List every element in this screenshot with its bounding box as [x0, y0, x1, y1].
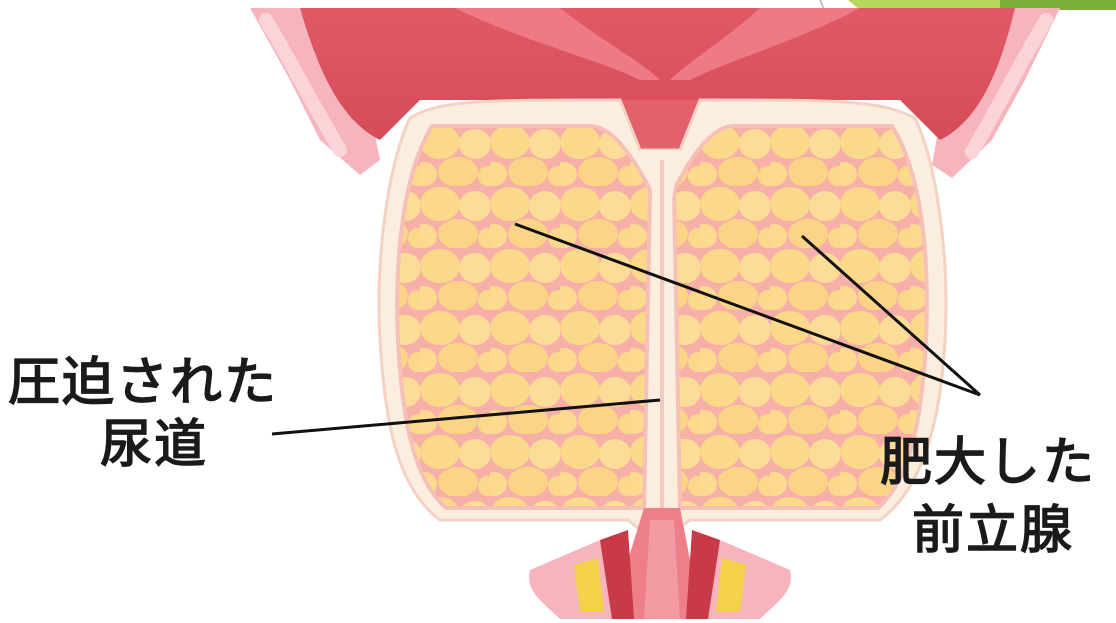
- label-compressed-urethra-line2: 尿道: [100, 414, 208, 476]
- label-enlarged-prostate-line2: 前立腺: [912, 500, 1074, 562]
- label-compressed-urethra-line1: 圧迫された: [8, 352, 278, 414]
- label-enlarged-prostate-line1: 肥大した: [880, 432, 1096, 494]
- left-lobe: [397, 126, 650, 508]
